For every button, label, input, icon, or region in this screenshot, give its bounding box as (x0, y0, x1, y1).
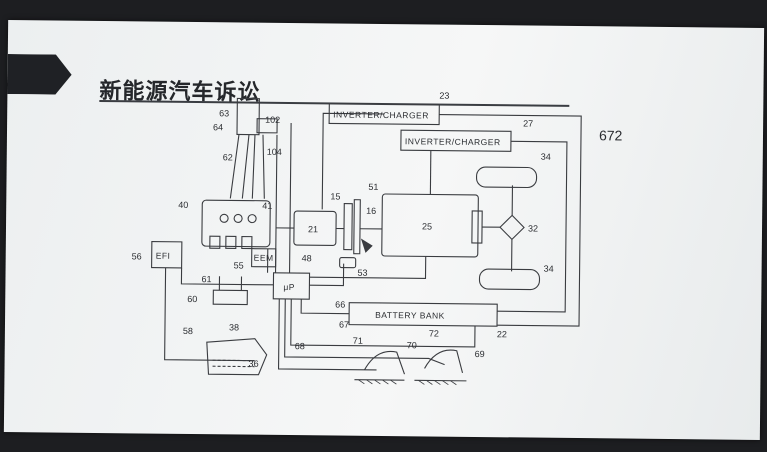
motor-21-label: 21 (308, 224, 318, 234)
ref-label: 71 (353, 336, 363, 346)
hybrid-vehicle-patent-diagram: INVERTER/CHARGER INVERTER/CHARGER BATTER… (132, 91, 582, 386)
ref-label: 62 (223, 152, 233, 162)
wheel-bottom (478, 268, 541, 291)
ref-label: 55 (234, 260, 244, 270)
ref-label: 53 (357, 268, 367, 278)
ref-label: 67 (339, 320, 349, 330)
ref-label: 104 (267, 147, 282, 157)
ref-label: 61 (201, 274, 211, 284)
efi-label: EFI (156, 251, 171, 261)
ref-label: 34 (541, 152, 551, 162)
ref-label: 22 (497, 329, 507, 339)
ref-label: 102 (265, 115, 280, 125)
ref-label: 58 (183, 326, 193, 336)
differential-32 (499, 214, 525, 241)
wheel-top (475, 166, 538, 189)
ref-label: 16 (366, 206, 376, 216)
ref-label: 38 (229, 322, 239, 332)
ref-label: 56 (132, 251, 142, 261)
title-accent-chevron (7, 54, 72, 95)
microprocessor-label: μP (283, 282, 295, 292)
ref-label: 32 (528, 224, 538, 234)
ref-label: 48 (302, 253, 312, 263)
fuel-tank (206, 338, 268, 376)
ref-label: 51 (368, 182, 378, 192)
ref-label: 40 (178, 200, 188, 210)
projector-screen: 新能源汽车诉讼 672 (3, 20, 765, 440)
battery-bank-label: BATTERY BANK (375, 310, 445, 321)
pedal-69 (424, 349, 464, 373)
eem-label: EEM (254, 253, 274, 263)
ref-label: 15 (330, 191, 340, 201)
ref-label: 70 (407, 340, 417, 350)
pedal-70 (364, 350, 406, 375)
inverter-charger-label-top: INVERTER/CHARGER (333, 109, 429, 120)
ref-label: 34 (544, 264, 554, 274)
ref-label: 60 (187, 294, 197, 304)
ref-label: 72 (429, 328, 439, 338)
efi-box (151, 241, 183, 269)
ref-label: 36 (249, 359, 259, 369)
inverter-charger-label-mid: INVERTER/CHARGER (405, 136, 501, 147)
ref-label: 64 (213, 122, 223, 132)
ref-label: 23 (439, 91, 449, 101)
ref-label: 66 (335, 299, 345, 309)
ref-label: 69 (475, 349, 485, 359)
intake-column (236, 97, 260, 136)
ref-label: 41 (262, 201, 272, 211)
motor-25-label: 25 (422, 221, 432, 231)
ref-label: 27 (523, 118, 533, 128)
ref-label: 63 (219, 108, 229, 118)
ref-label: 68 (295, 341, 305, 351)
